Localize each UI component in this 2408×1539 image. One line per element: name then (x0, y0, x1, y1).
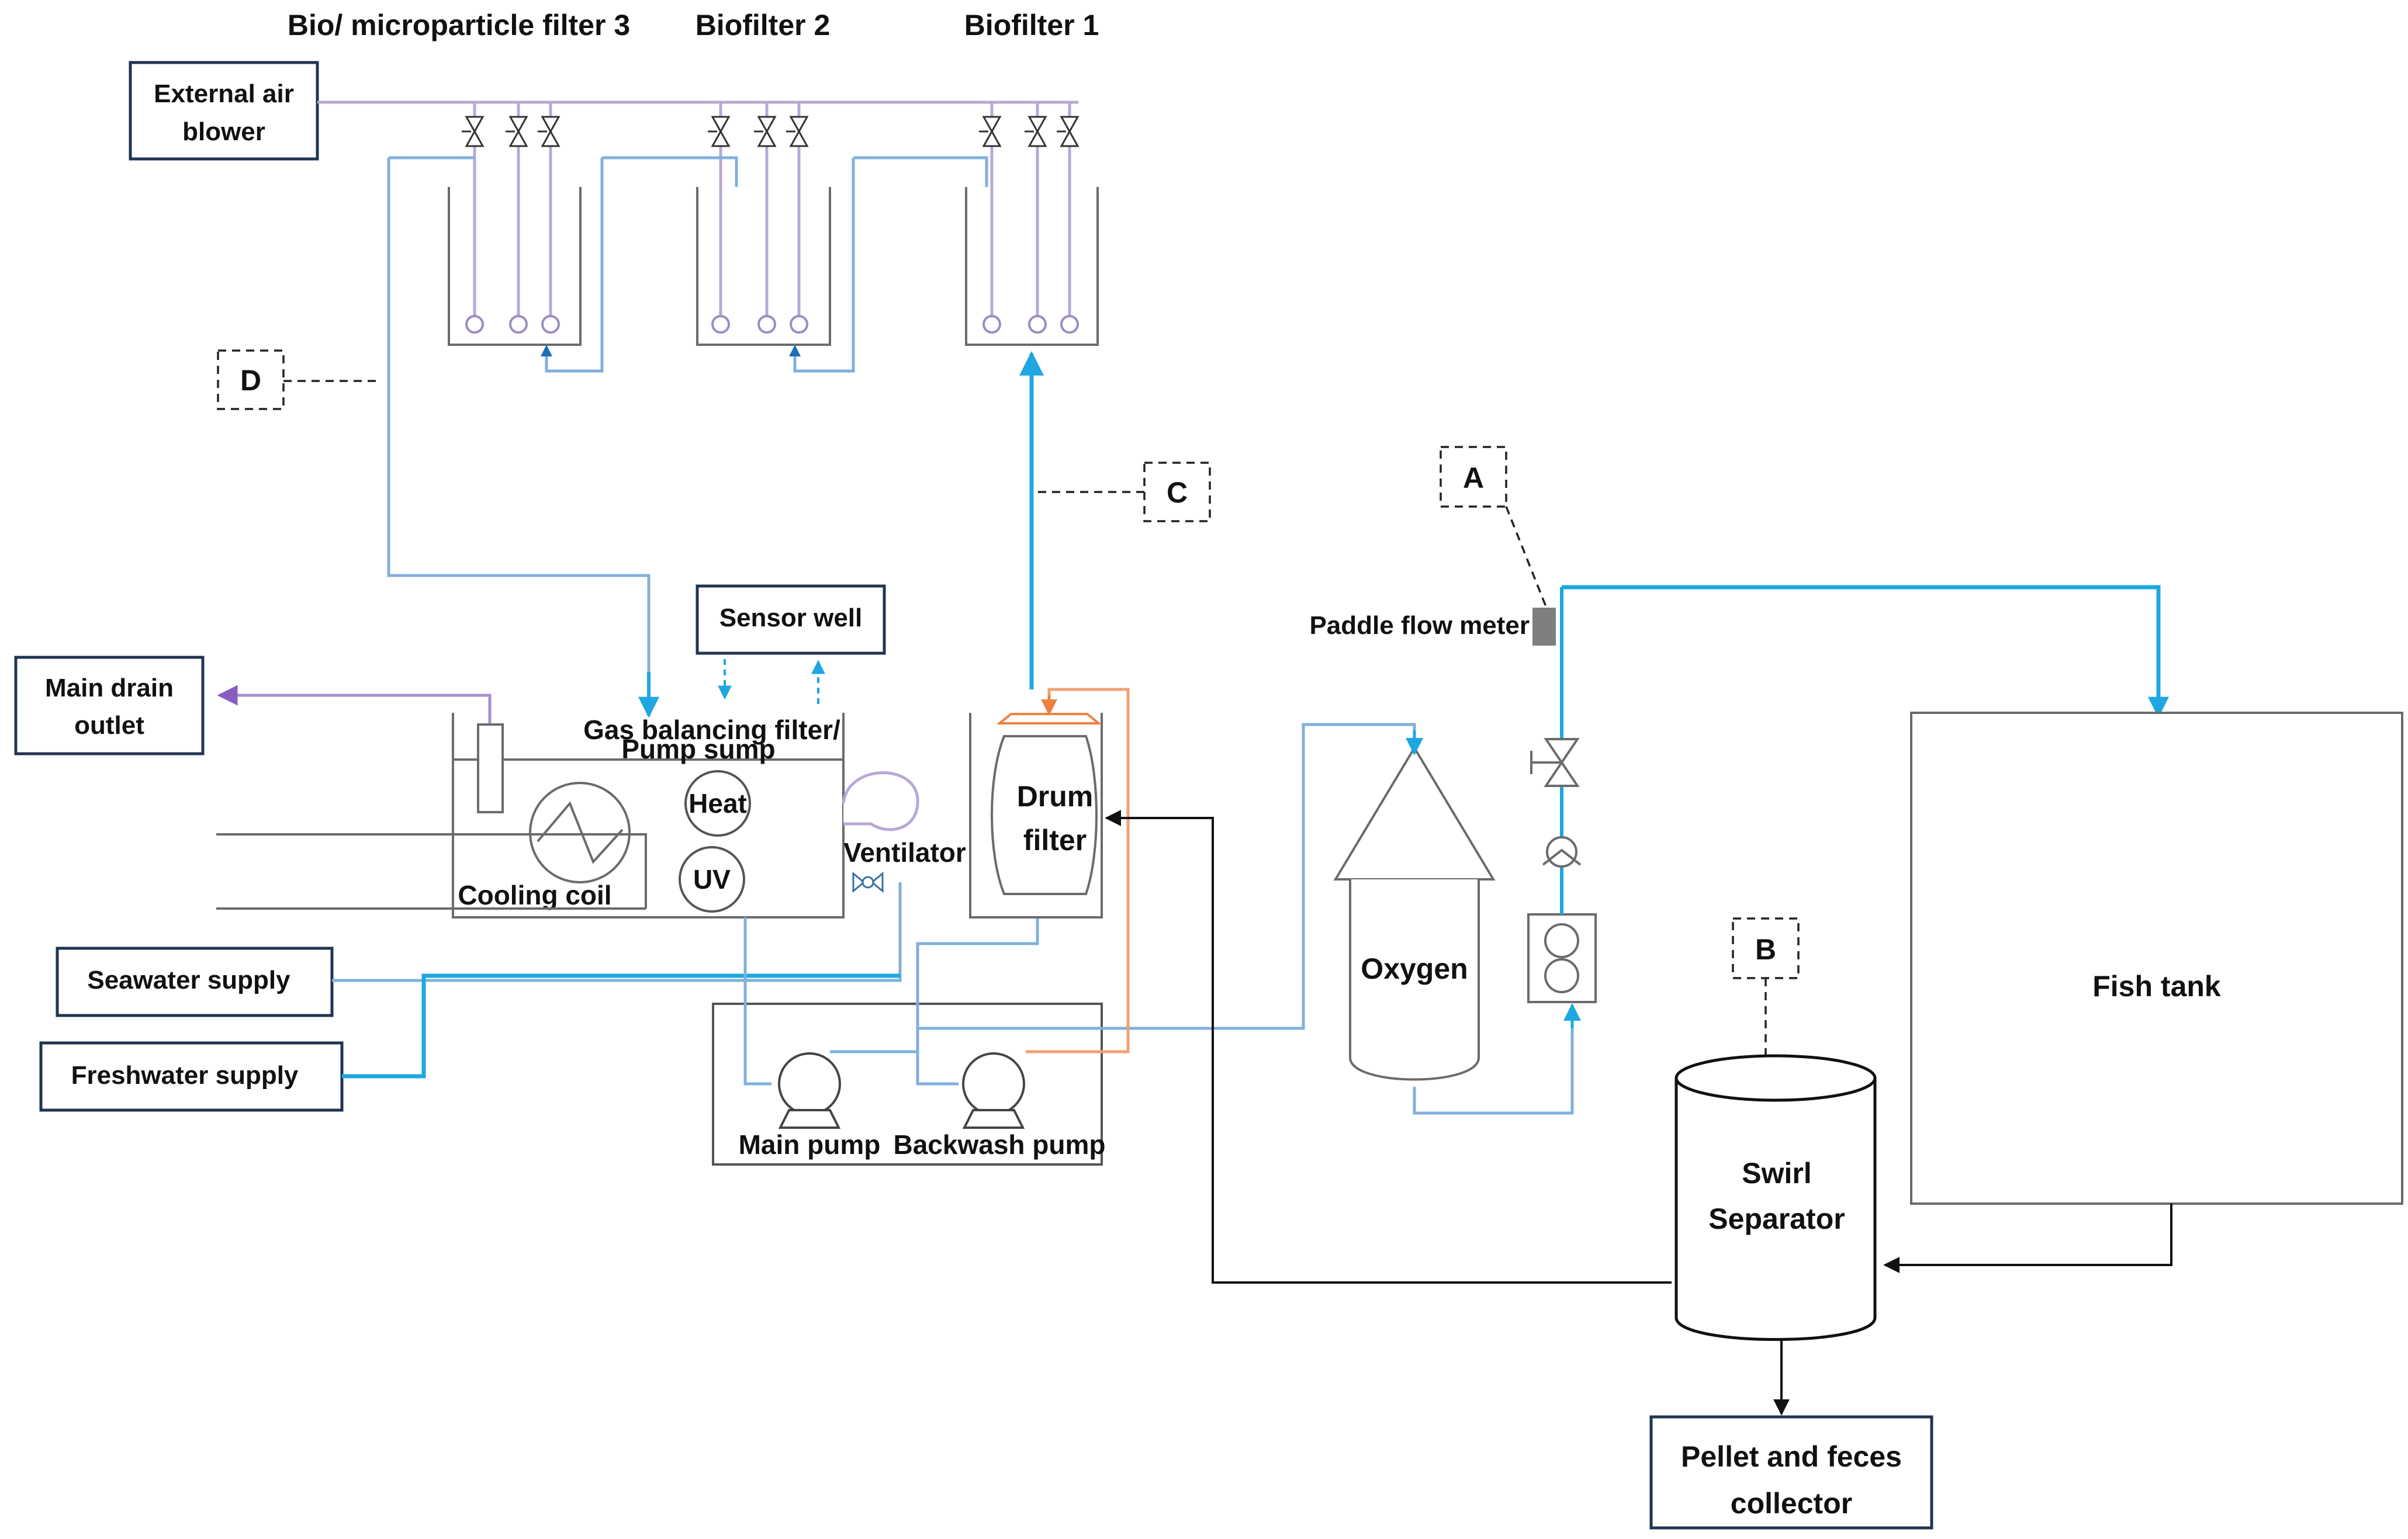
oxygen-vessel (1349, 879, 1480, 1081)
air-valves (462, 116, 1080, 147)
paddle-flow-meter-icon (1532, 608, 1556, 646)
paddle-flow-meter-label: Paddle flow meter (1309, 611, 1530, 640)
swirl-to-drum-filter-pipe (1105, 810, 1672, 1284)
flow-sensor-rotor-top (1544, 923, 1579, 958)
air-blower-label-line1: External air (154, 79, 294, 108)
heater-icon (684, 770, 751, 837)
main-drain-label-line2: outlet (74, 711, 144, 740)
backwash-pump-icon (962, 1052, 1025, 1129)
swirl-separator (1674, 1054, 1877, 1341)
collector-label-line2: collector (1731, 1487, 1852, 1520)
main-drain-label-line1: Main drain (45, 674, 174, 702)
filter2-title: Biofilter 2 (696, 9, 831, 41)
seawater-pipe (332, 882, 902, 982)
cooling-coil-icon (529, 782, 631, 883)
freshwater-pipe (342, 973, 900, 1079)
flow-sensor-rotor-bottom (1544, 958, 1579, 993)
backwash-nozzle (996, 713, 1102, 725)
air-blower-label-line2: blower (182, 117, 265, 146)
filter1-tank (965, 187, 1099, 346)
collector-label-line1: Pellet and feces (1681, 1440, 1902, 1473)
callout-b-label: B (1755, 933, 1776, 966)
swirl-separator-label-line2: Separator (1708, 1202, 1845, 1235)
cooling-coil-label: Cooling coil (458, 880, 611, 910)
ventilator-valve-icon (852, 871, 884, 893)
backwash-pump-label: Backwash pump (894, 1129, 1106, 1160)
callout-d-label: D (240, 364, 261, 397)
seawater-supply-box (56, 947, 334, 1017)
biofilter-transfer-pipes (387, 156, 988, 710)
oxygen-cone (1333, 746, 1496, 881)
ventilator-label: Ventilator (843, 837, 966, 868)
pump-skid (712, 1003, 1103, 1166)
filter3-tank (448, 187, 582, 346)
swirl-separator-label-line1: Swirl (1742, 1157, 1811, 1190)
drum-filter-label-line2: filter (1023, 824, 1087, 857)
drum-filter-tank (969, 713, 1103, 918)
check-valve-icon (1542, 836, 1582, 868)
uv-lamp-icon (679, 846, 745, 913)
callout-c-label: C (1167, 476, 1188, 509)
diffuser-heads (465, 315, 1079, 334)
sensor-well-box (696, 584, 886, 655)
filter3-title: Bio/ microparticle filter 3 (288, 9, 630, 41)
main-pump-icon (778, 1052, 841, 1129)
gate-valve-icon (1530, 738, 1580, 787)
sensor-well-label: Sensor well (719, 604, 863, 632)
callout-d-box (217, 349, 285, 410)
main-drain-pipe (217, 685, 492, 725)
main-pump-label: Main pump (739, 1129, 881, 1160)
callout-c-box (1143, 462, 1211, 522)
ventilator-icon (842, 771, 919, 831)
sump-to-main-pump-pipe (743, 917, 771, 1086)
drum-filter-drum (991, 735, 1098, 895)
main-drain-box (14, 656, 205, 755)
seawater-supply-label: Seawater supply (87, 966, 290, 994)
fish-tank-to-swirl-pipe (1883, 1204, 2172, 1273)
heat-label: Heat (689, 788, 747, 819)
drum-filter-label-line1: Drum (1017, 780, 1094, 813)
filter-arrowheads (541, 345, 801, 356)
filter2-tank (696, 187, 831, 346)
oxygen-outlet-pipe (1413, 1008, 1574, 1115)
main-line-to-fish-tank (1562, 585, 2161, 704)
gas-balancing-label-line2: Pump sump (621, 734, 775, 764)
coolant-pipe-upper (216, 833, 647, 909)
freshwater-supply-label: Freshwater supply (71, 1061, 299, 1090)
gas-balancing-label-line1: Gas balancing filter/ (583, 715, 840, 745)
collector-box (1649, 1415, 1933, 1530)
filter1-title: Biofilter 1 (964, 9, 1099, 41)
air-blower-box (129, 61, 319, 161)
callout-a-leader (1505, 506, 1547, 607)
drum-to-backwash-pipe (916, 917, 1039, 1086)
callout-a-label: A (1463, 462, 1484, 494)
fish-tank (1910, 712, 2403, 1205)
oxygen-label: Oxygen (1361, 952, 1468, 985)
air-diffusers (473, 102, 1071, 318)
drain-standpipe (477, 723, 504, 813)
callout-a-box (1440, 446, 1507, 508)
uv-label: UV (693, 864, 731, 895)
fish-tank-label: Fish tank (2092, 970, 2221, 1003)
